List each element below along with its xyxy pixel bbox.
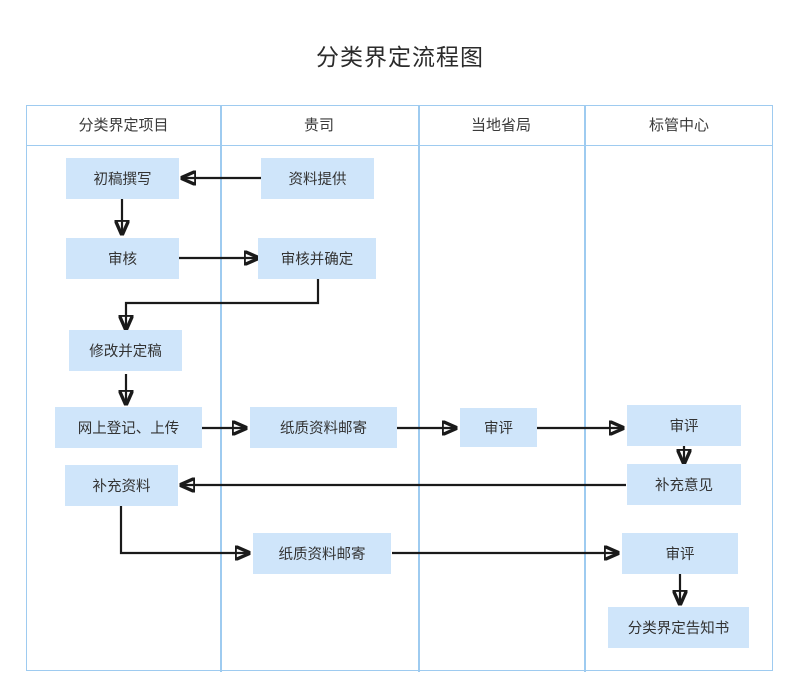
node-paper-mailing-2[interactable]: 纸质资料邮寄 — [253, 533, 391, 574]
swimlane-table: 分类界定项目 贵司 当地省局 标管中心 — [26, 105, 773, 672]
swimlane-header-row: 分类界定项目 贵司 当地省局 标管中心 — [27, 106, 772, 146]
page-title: 分类界定流程图 — [316, 44, 484, 70]
lane-header-project: 分类界定项目 — [78, 117, 169, 134]
node-paper-mailing-1[interactable]: 纸质资料邮寄 — [250, 407, 397, 448]
lane-divider-1 — [220, 106, 222, 672]
node-review[interactable]: 审核 — [66, 238, 179, 279]
lane-header-province: 当地省局 — [470, 117, 531, 134]
lane-header-center: 标管中心 — [648, 117, 709, 134]
node-revise-and-finalize[interactable]: 修改并定稿 — [69, 330, 182, 371]
node-center-evaluation-2[interactable]: 审评 — [622, 533, 738, 574]
node-provincial-evaluation[interactable]: 审评 — [460, 408, 537, 447]
node-supplement-opinion[interactable]: 补充意见 — [627, 464, 741, 505]
lane-divider-2 — [418, 106, 420, 672]
node-online-registration[interactable]: 网上登记、上传 — [55, 407, 202, 448]
node-review-and-confirm[interactable]: 审核并确定 — [258, 238, 376, 279]
lane-divider-3 — [584, 106, 586, 672]
node-supplement-material[interactable]: 补充资料 — [65, 465, 178, 506]
lane-header-company: 贵司 — [303, 117, 334, 134]
node-draft-writing[interactable]: 初稿撰写 — [66, 158, 179, 199]
node-material-provision[interactable]: 资料提供 — [261, 158, 374, 199]
node-center-evaluation-1[interactable]: 审评 — [627, 405, 741, 446]
node-classification-notice[interactable]: 分类界定告知书 — [608, 607, 749, 648]
